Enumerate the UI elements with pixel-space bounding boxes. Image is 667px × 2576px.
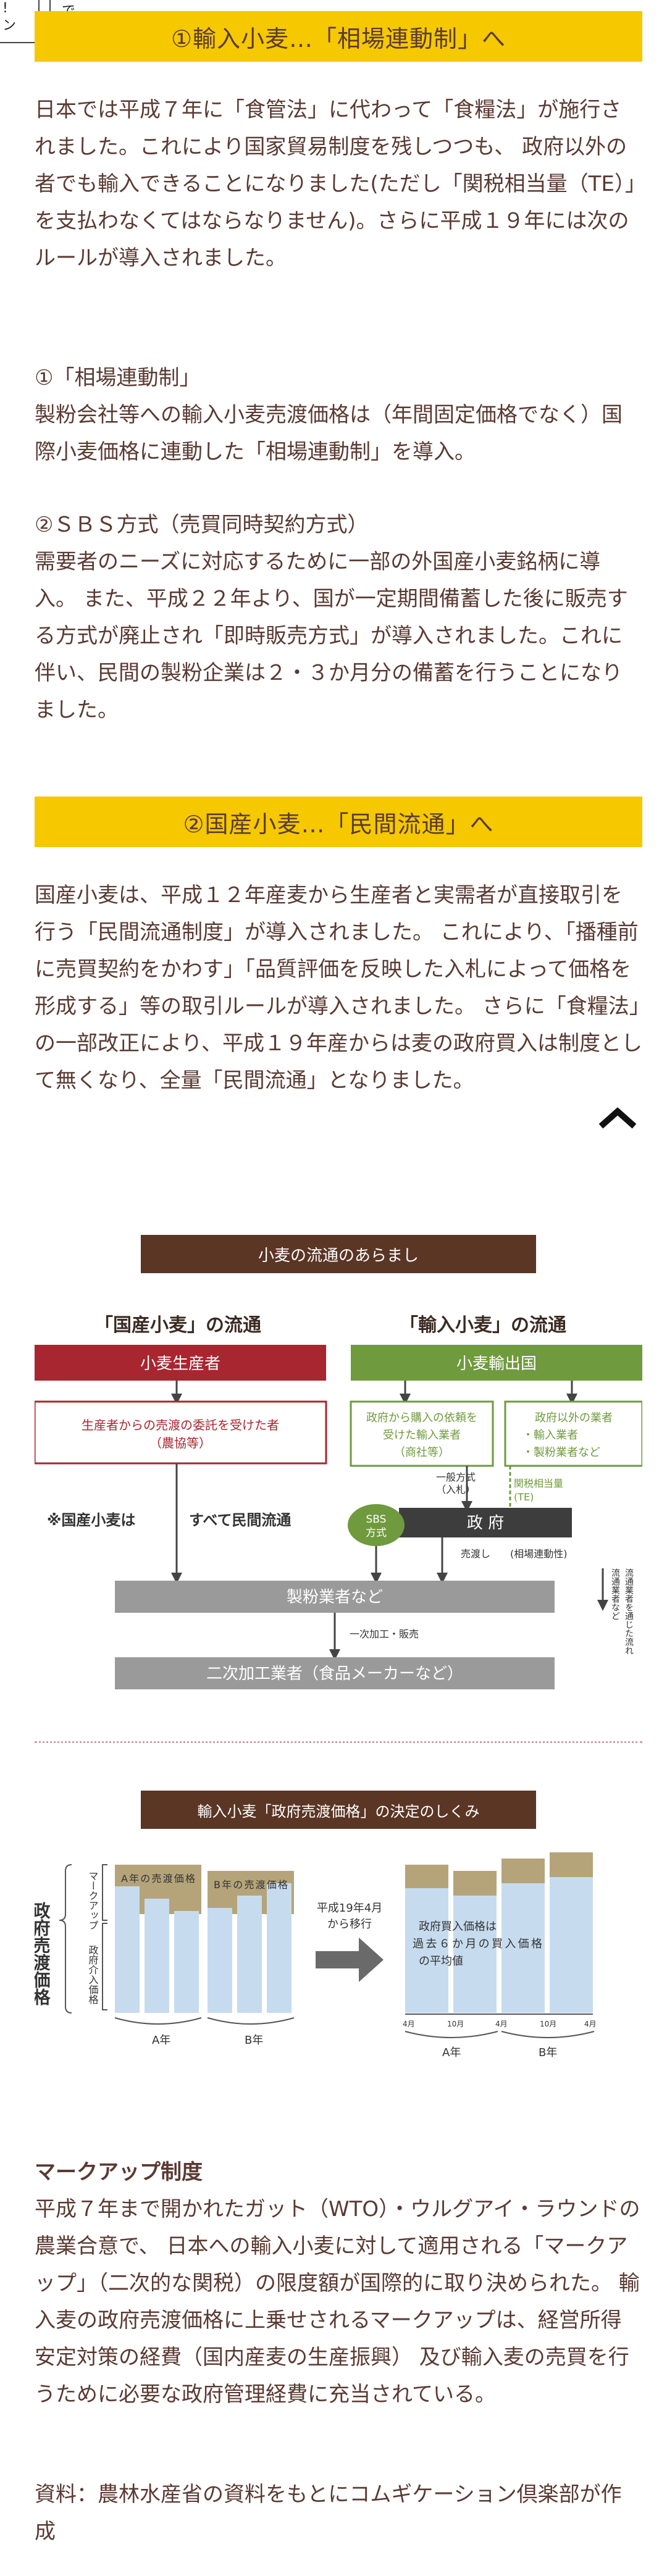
domestic-heading: 「国産小麦」の流通 — [94, 1315, 261, 1336]
nongov-box — [504, 1400, 642, 1467]
distribution-diagram: 小麦の流通のあらまし 「国産小麦」の流通 「輸入小麦」の流通 小麦生産者 小麦輸… — [35, 1235, 642, 1689]
year-b-left: B年 — [245, 2034, 263, 2047]
consignee-box — [35, 1400, 327, 1465]
secondary-box — [115, 1657, 555, 1689]
general-line2: （入札） — [436, 1484, 476, 1495]
linked-label: (相場連動性) — [510, 1548, 568, 1560]
domestic-note1: ※国産小麦は — [47, 1512, 135, 1529]
sbs-line1: SBS — [366, 1513, 387, 1526]
importer-line3: （商社等） — [394, 1446, 450, 1459]
tariff-line2: (TE) — [514, 1491, 534, 1503]
arrow-right-icon — [316, 1938, 384, 1982]
sbs-line2: 方式 — [366, 1527, 387, 1539]
general-line1: 一般方式 — [436, 1471, 476, 1483]
government-label: 政 府 — [467, 1514, 504, 1533]
markup-title: マークアップ制度 — [35, 2160, 203, 2185]
government-box — [399, 1508, 572, 1537]
domestic-note2: すべて民間流通 — [189, 1512, 291, 1529]
exporter-label: 小麦輸出国 — [456, 1355, 537, 1373]
year-b-right: B年 — [539, 2046, 557, 2059]
month-label: 10月 — [540, 2020, 556, 2028]
nongov-line1: 政府以外の業者 — [535, 1411, 613, 1424]
consignee-sub: （農協等） — [149, 1436, 211, 1450]
importer-line2: 受けた輸入業者 — [383, 1429, 461, 1442]
source-note: 資料：農林水産省の資料をもとにコムギケーション倶楽部が作成 — [35, 2482, 622, 2544]
fragment-cell-left: ! ン — [0, 0, 40, 43]
section-divider — [35, 1741, 642, 1743]
average-line3: の平均値 — [419, 1955, 463, 1968]
producer-label: 小麦生産者 — [140, 1355, 220, 1373]
month-label: 4月 — [403, 2020, 415, 2028]
nongov-line2: ・輸入業者 — [522, 1429, 578, 1442]
transition-line1: 平成19年4月 — [317, 1902, 382, 1915]
processing-label: 一次加工・販売 — [350, 1628, 419, 1640]
side-note-1: 流通業者など — [610, 1568, 620, 1620]
consignee-label: 生産者からの売渡の委託を受けた者 — [82, 1418, 279, 1432]
section1-banner: ①輸入小麦…「相場連動制」へ — [35, 11, 642, 62]
diagram1-title: 小麦の流通のあらまし — [258, 1247, 419, 1265]
diagram2-title-bg — [141, 1791, 536, 1829]
diagram1-title-bg — [141, 1235, 536, 1273]
year-a-left: A年 — [152, 2034, 170, 2047]
month-label: 10月 — [447, 2020, 464, 2028]
side-note-2: 流通業者を通じた流れ — [624, 1568, 634, 1655]
diagram2-title: 輸入小麦「政府売渡価格」の決定のしくみ — [198, 1803, 480, 1820]
nongov-line3: ・製粉業者など — [522, 1446, 600, 1459]
import-heading: 「輸入小麦」の流通 — [400, 1315, 566, 1336]
year-a-right: A年 — [442, 2046, 461, 2059]
yaxis-label: 政府売渡価格 — [35, 1902, 51, 2005]
chevron-up-icon[interactable] — [596, 1105, 639, 1130]
intervention-label: 政府介入価格 — [87, 1945, 99, 2004]
miller-label: 製粉業者など — [287, 1588, 383, 1607]
sbs-badge — [348, 1504, 405, 1546]
average-bars — [405, 1852, 593, 2013]
tariff-line1: 関税相当量 — [514, 1478, 563, 1489]
secondary-label: 二次加工業者（食品メーカーなど） — [206, 1665, 463, 1683]
sell-label: 売渡し — [461, 1548, 490, 1560]
a-year-bars — [115, 1865, 201, 2013]
month-label: 4月 — [584, 2020, 597, 2028]
markup-label: マークアップ — [87, 1871, 99, 1930]
month-label: 4月 — [495, 2020, 508, 2028]
average-line1: 政府買入価格は — [419, 1920, 497, 1933]
rule1-title: ①「相場連動制」 — [35, 366, 201, 390]
section1-intro: 日本では平成７年に「食管法」に代わって「食糧法」が施行されました。これにより国家… — [35, 98, 636, 270]
b-year-bars — [208, 1871, 294, 2013]
transition-line2: から移行 — [327, 1918, 372, 1931]
section2-body: 国産小麦は、平成１２年産麦から生産者と実需者が直接取引を行う「民間流通制度」が導… — [35, 883, 642, 1093]
importer-box — [350, 1400, 494, 1467]
side-note: 流通業者など 流通業者を通じた流れ — [610, 1568, 634, 1655]
section2-banner: ②国産小麦…「民間流通」へ — [35, 797, 642, 847]
miller-box — [115, 1581, 555, 1613]
rule2-title: ②ＳＢＳ方式（売買同時契約方式） — [35, 512, 369, 537]
rule2-body: 需要者のニーズに対応するために一部の外国産小麦銘柄に導入。 また、平成２２年より… — [35, 550, 628, 722]
price-mechanism-diagram: 輸入小麦「政府売渡価格」の決定のしくみ 政府売渡価格 マークアップ 政府介入価格… — [35, 1791, 597, 2059]
exporter-box — [351, 1345, 642, 1381]
rule1-body: 製粉会社等への輸入小麦売渡価格は（年間固定価格でなく）国際小麦価格に連動した「相… — [35, 403, 623, 464]
producer-box — [35, 1345, 326, 1381]
importer-line1: 政府から購入の依頼を — [366, 1411, 477, 1424]
markup-body: 平成７年まで開かれたガット（WTO）・ウルグアイ・ラウンドの農業合意で、 日本へ… — [35, 2197, 640, 2407]
